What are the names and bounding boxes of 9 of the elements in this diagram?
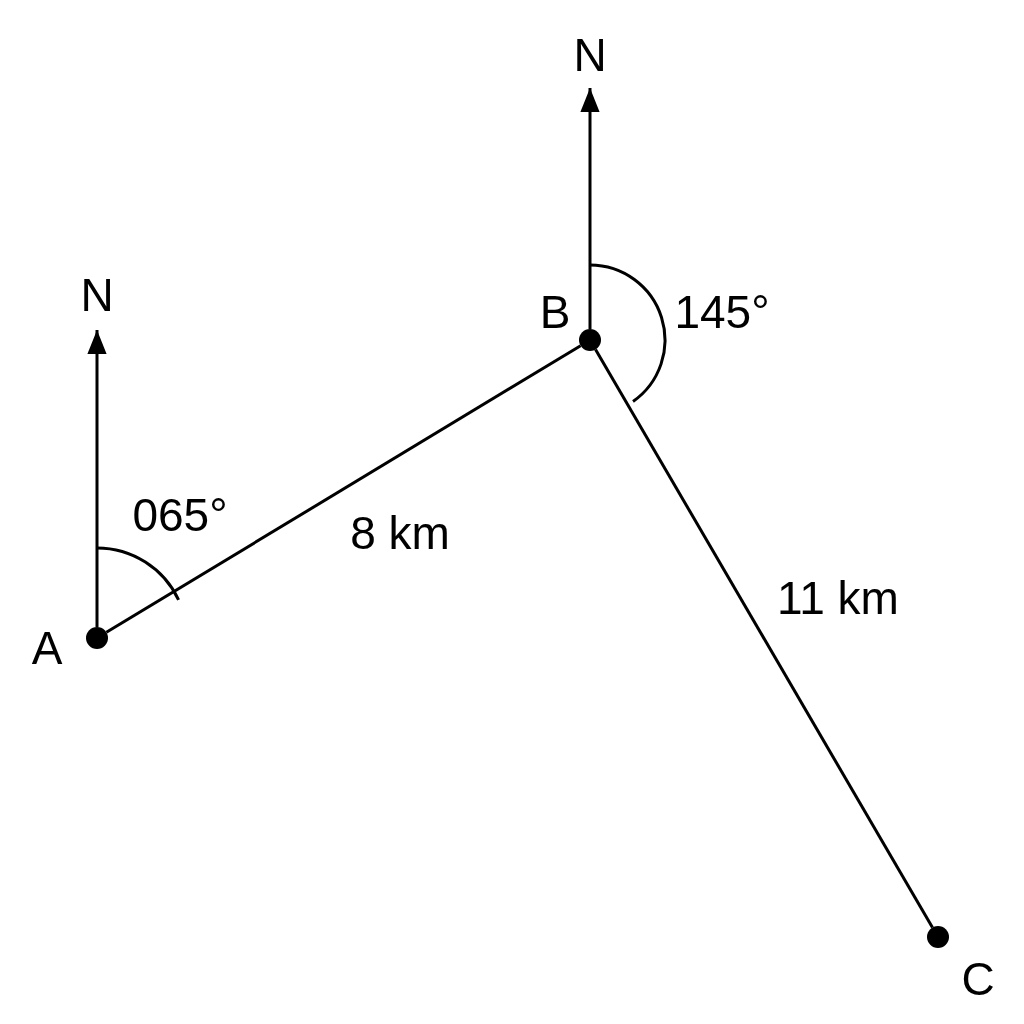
bearing-label: 145° — [674, 289, 770, 335]
point-label: A — [31, 625, 63, 671]
point-label: C — [961, 956, 995, 1002]
north-label: N — [573, 32, 607, 78]
connector-line — [105, 344, 582, 634]
north-label: N — [80, 272, 114, 318]
connector-line — [594, 348, 934, 929]
bearing-label: 065° — [132, 492, 228, 538]
point-label: B — [539, 289, 571, 335]
